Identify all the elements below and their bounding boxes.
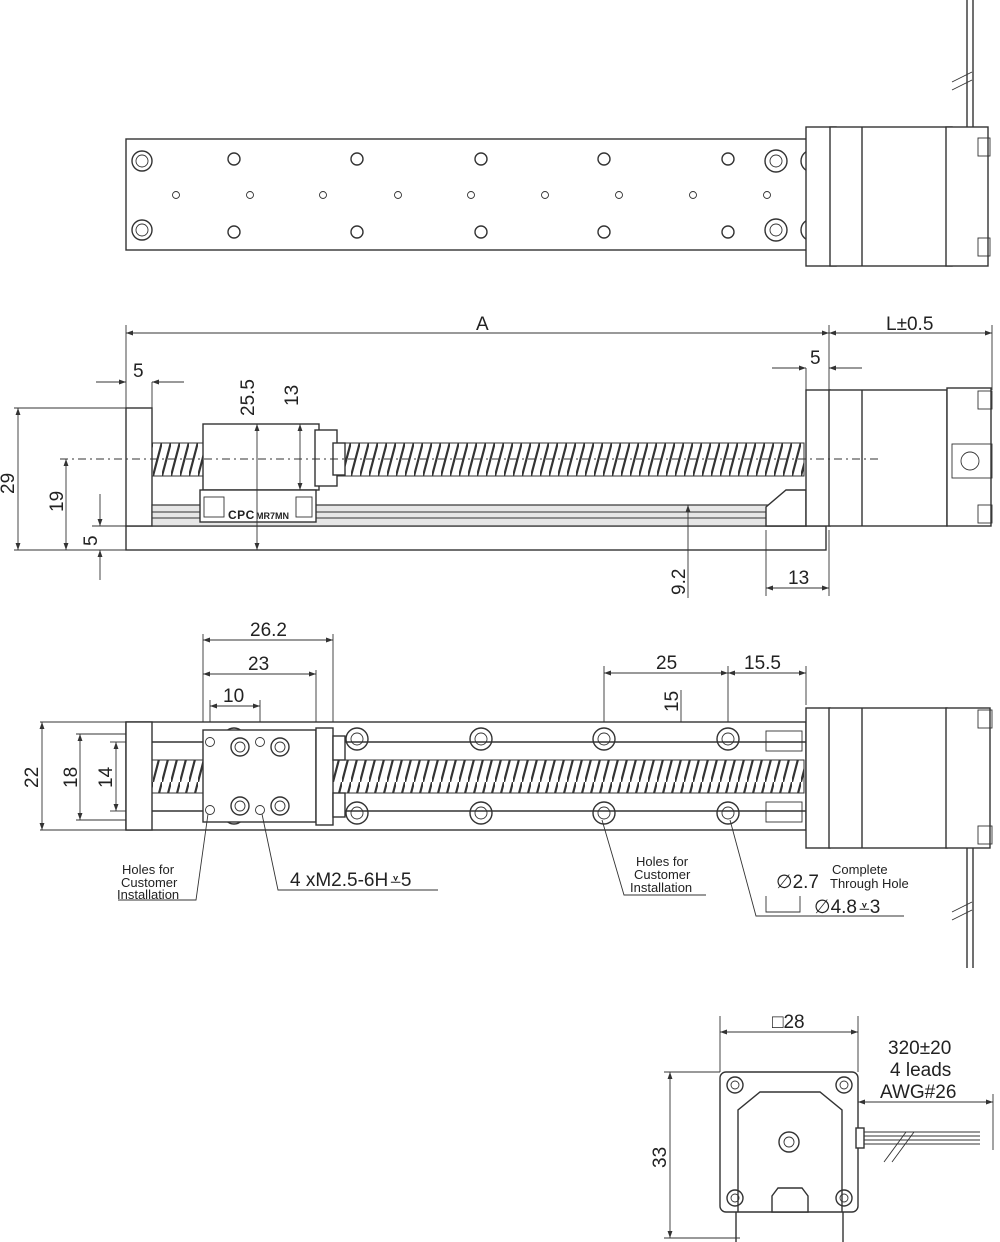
mounting-holes-top-row [227,152,735,166]
dim-flange: □28 [772,1012,805,1033]
cable-gauge: AWG#26 [880,1082,956,1103]
dim-carriage-body: 13 [282,385,303,406]
end-view: □28 33 320±20 4 leads AWG#26 [650,1012,994,1242]
carriage-plan [202,729,317,823]
note-through-text-2: Through Hole [830,876,909,891]
note-through-text-1: Complete [832,862,888,877]
dim-end-height: 33 [650,1147,671,1168]
dim-motor-offset: 5 [810,348,821,369]
note-holes-left-3: Installation [117,887,179,902]
carriage-model: MR7MN [256,511,289,521]
base-screw [764,149,788,173]
dim-width-14: 14 [96,766,117,788]
dim-width-22: 22 [22,767,43,788]
shaft [778,1131,800,1153]
motor-plan [805,707,993,968]
note-holes-left-1: Holes for [122,862,175,877]
dim-width-18: 18 [61,767,82,788]
note-holes-right-1: Holes for [636,854,689,869]
dim-carriage-length: 26.2 [250,620,287,641]
cable-leads: 4 leads [890,1060,951,1081]
carriage-front [202,423,320,491]
note-tapped: 4 xM2.5-6H⩡5 [290,870,412,891]
mounting-holes-bottom-row [227,225,735,239]
note-holes-right-2: Customer [634,867,691,882]
install-holes-small [205,737,265,815]
dim-carriage-height: 25.5 [238,379,259,416]
center-holes-row [172,191,771,199]
note-holes-right-3: Installation [630,880,692,895]
dim-end-block: 13 [788,568,809,589]
dim-overall-height: 29 [0,473,19,494]
carriage-logo: CPC [228,508,255,522]
nut-block [771,1187,809,1213]
dim-screw-center: 19 [47,491,68,512]
dim-hole-span: 23 [248,654,269,675]
dim-l: L±0.5 [886,314,933,335]
end-block-left [125,407,153,527]
flange-screw [726,1189,744,1207]
base-screw [764,218,788,242]
cable [855,1127,980,1163]
motor-top [805,0,991,267]
dim-base-offset-left: 5 [133,361,144,382]
dim-rail-height: 9.2 [669,569,690,595]
flange-screw [726,1076,744,1094]
dim-hole-row-spacing: 15 [662,691,683,712]
flange-screw [835,1189,853,1207]
note-cbore: ∅4.8⩡3 [814,897,880,918]
dim-end-offset: 15.5 [744,653,781,674]
dim-a: A [476,314,489,335]
dim-base-thickness: 5 [81,535,102,546]
motor-front [805,389,831,527]
note-through: ∅2.7 [776,872,819,893]
base-screw [131,219,153,241]
plan-view: 26.2 23 10 25 15.5 15 [22,620,993,968]
front-view: A L±0.5 5 5 CPC MR7MN [0,314,993,598]
dim-hole-spacing: 10 [223,686,244,707]
base-plate-top [125,138,827,251]
base-screw [131,150,153,172]
tapped-holes [230,737,290,816]
cable-length: 320±20 [888,1038,951,1059]
base-front [125,525,827,551]
top-view [125,0,991,267]
flange-screw [835,1076,853,1094]
note-holes-left-2: Customer [121,875,178,890]
dim-pitch: 25 [656,653,677,674]
